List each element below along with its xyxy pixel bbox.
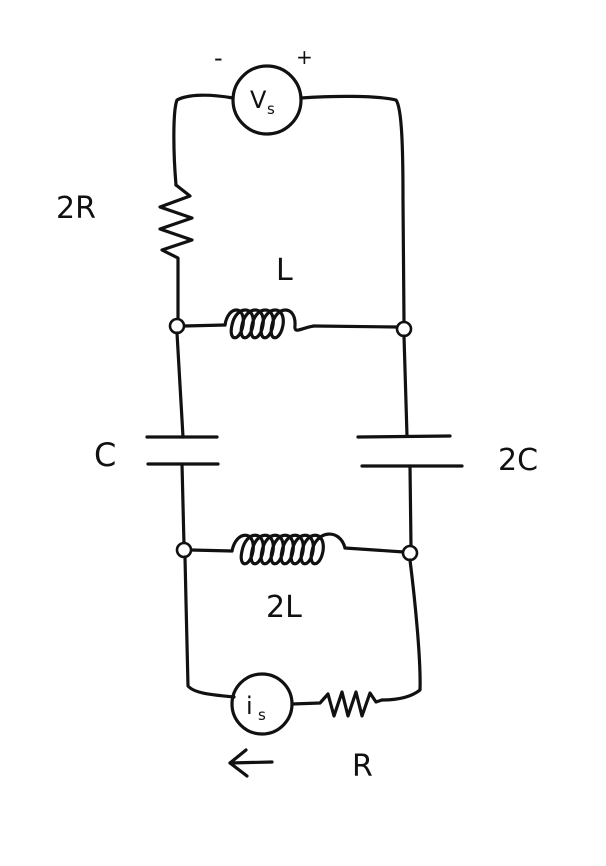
vs-symbol: V bbox=[250, 86, 267, 114]
resistor-2r: 2R bbox=[56, 183, 194, 320]
capacitor-2c-label: 2C bbox=[498, 443, 538, 478]
wire-mid-left-lower bbox=[180, 462, 186, 547]
wire-mid-left-upper bbox=[175, 331, 185, 439]
node-top-left bbox=[168, 317, 186, 335]
resistor-r-label: R bbox=[352, 749, 373, 784]
current-source: i s bbox=[230, 672, 294, 736]
current-arrow-left-icon bbox=[228, 748, 274, 778]
resistor-2r-label: 2R bbox=[56, 191, 96, 226]
node-top-right bbox=[395, 320, 413, 338]
inductor-l-label: L bbox=[276, 253, 293, 288]
capacitor-c-label: C bbox=[94, 436, 116, 474]
inductor-2l-label: 2L bbox=[266, 590, 302, 625]
wire-bottom-right bbox=[380, 558, 422, 702]
wire-bottom-left bbox=[183, 555, 236, 699]
wire-top-right bbox=[299, 94, 406, 324]
wire-mid-right-upper bbox=[402, 334, 409, 438]
vs-plus-sign: + bbox=[296, 45, 313, 69]
resistor-r: R bbox=[290, 690, 384, 784]
node-bottom-right bbox=[401, 544, 419, 562]
vs-minus-sign: - bbox=[214, 44, 223, 72]
is-symbol: i bbox=[246, 692, 253, 720]
capacitor-c: C bbox=[94, 435, 220, 474]
inductor-l: L bbox=[182, 253, 398, 340]
wire-top-left bbox=[172, 93, 235, 187]
inductor-2l: 2L bbox=[189, 532, 406, 625]
vs-subscript: s bbox=[267, 100, 275, 118]
wire-mid-right-lower bbox=[408, 464, 413, 549]
is-subscript: s bbox=[258, 706, 266, 724]
node-bottom-left bbox=[175, 541, 193, 559]
capacitor-2c: 2C bbox=[356, 434, 538, 478]
voltage-source: V s - + bbox=[214, 44, 313, 136]
